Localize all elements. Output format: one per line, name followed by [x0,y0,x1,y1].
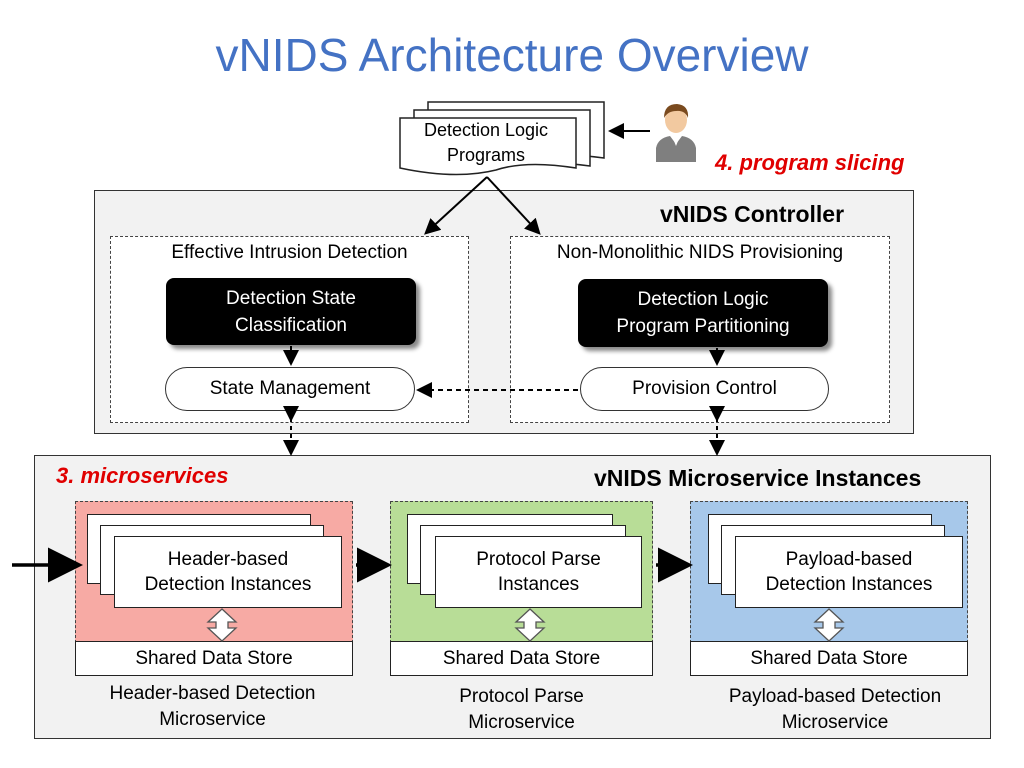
header-based-instances-card: Header-based Detection Instances [114,536,342,608]
microservice-panel-title: vNIDS Microservice Instances [594,465,922,491]
page-title: vNIDS Architecture Overview [215,29,809,81]
shared-data-store: Shared Data Store [690,641,968,676]
effective-intrusion-detection-heading: Effective Intrusion Detection [171,242,408,263]
controller-title: vNIDS Controller [660,201,845,227]
nids-provisioning-heading: Non-Monolithic NIDS Provisioning [556,242,844,263]
microservices-label: 3. microservices [56,463,229,488]
program-partitioning-box: Detection Logic Program Partitioning [578,279,828,347]
program-document-label: Detection Logic Programs [423,120,549,165]
user-icon [656,104,696,162]
program-document-stack [399,101,605,176]
detection-state-classification-box: Detection State Classification [166,278,416,345]
shared-data-store: Shared Data Store [75,641,353,676]
payload-based-instances-card: Payload-based Detection Instances [735,536,963,608]
provision-control-pill: Provision Control [580,367,829,411]
protocol-parse-microservice-caption: Protocol Parse Microservice [459,686,584,733]
state-management-pill: State Management [165,367,415,411]
program-slicing-label: 4. program slicing [715,150,905,175]
shared-data-store: Shared Data Store [390,641,653,676]
payload-based-microservice-caption: Payload-based Detection Microservice [728,686,942,733]
protocol-parse-instances-card: Protocol Parse Instances [435,536,642,608]
header-based-microservice-caption: Header-based Detection Microservice [109,683,316,730]
